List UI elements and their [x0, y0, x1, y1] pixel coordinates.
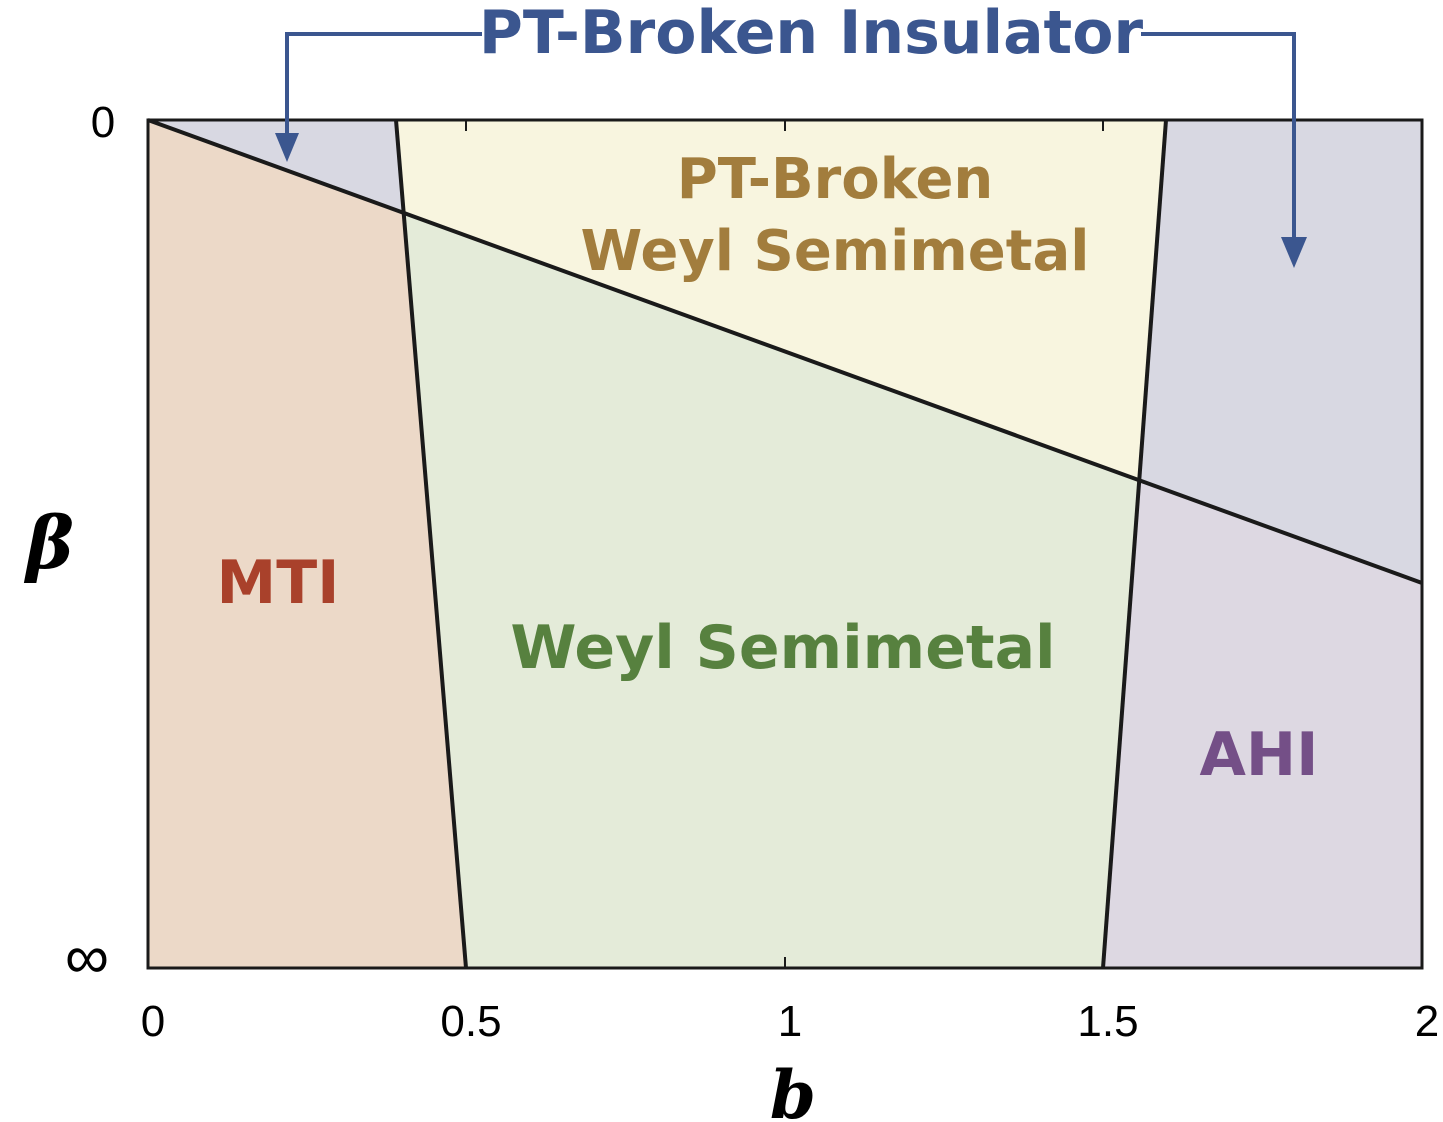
- ahi-region: [1103, 481, 1422, 968]
- left-arrow-line: [285, 32, 482, 136]
- ahi-label: AHI: [1200, 720, 1319, 790]
- weyl-semimetal-label: Weyl Semimetal: [510, 613, 1055, 683]
- x-tick-labels: 0 0.5 1 1.5 2: [141, 997, 1439, 1046]
- left-arrow-head: [275, 133, 299, 162]
- y-top-label: 0: [91, 98, 115, 147]
- mti-label: MTI: [217, 548, 340, 618]
- right-arrow-line: [1141, 32, 1296, 240]
- pt-broken-weyl-region: [396, 120, 1166, 481]
- weyl-semimetal-region: [404, 211, 1139, 968]
- x-tick-label: 2: [1415, 997, 1439, 1046]
- left-boundary: [394, 119, 468, 969]
- diagonal-boundary: [147, 118, 1423, 585]
- pt-broken-weyl-label-line2: Weyl Semimetal: [581, 219, 1090, 284]
- title-group: PT-Broken Insulator: [275, 0, 1307, 268]
- phase-boundaries: [147, 118, 1423, 969]
- x-axis-label: b: [770, 1056, 816, 1122]
- pt-broken-insulator-right-region: [1139, 120, 1422, 583]
- pt-broken-weyl-label-line1: PT-Broken: [677, 147, 994, 212]
- y-axis-label: β: [23, 500, 74, 585]
- y-bottom-label: ∞: [65, 923, 109, 992]
- right-boundary: [1101, 119, 1168, 969]
- x-tick-label: 1: [778, 997, 802, 1046]
- x-tick-label: 0: [141, 997, 165, 1046]
- diagram-title: PT-Broken Insulator: [479, 0, 1144, 68]
- right-arrow-head: [1281, 237, 1307, 268]
- x-tick-marks: [465, 120, 1104, 968]
- x-tick-label: 0.5: [440, 997, 501, 1046]
- x-tick-label: 1.5: [1077, 997, 1138, 1046]
- mti-region: [148, 120, 466, 968]
